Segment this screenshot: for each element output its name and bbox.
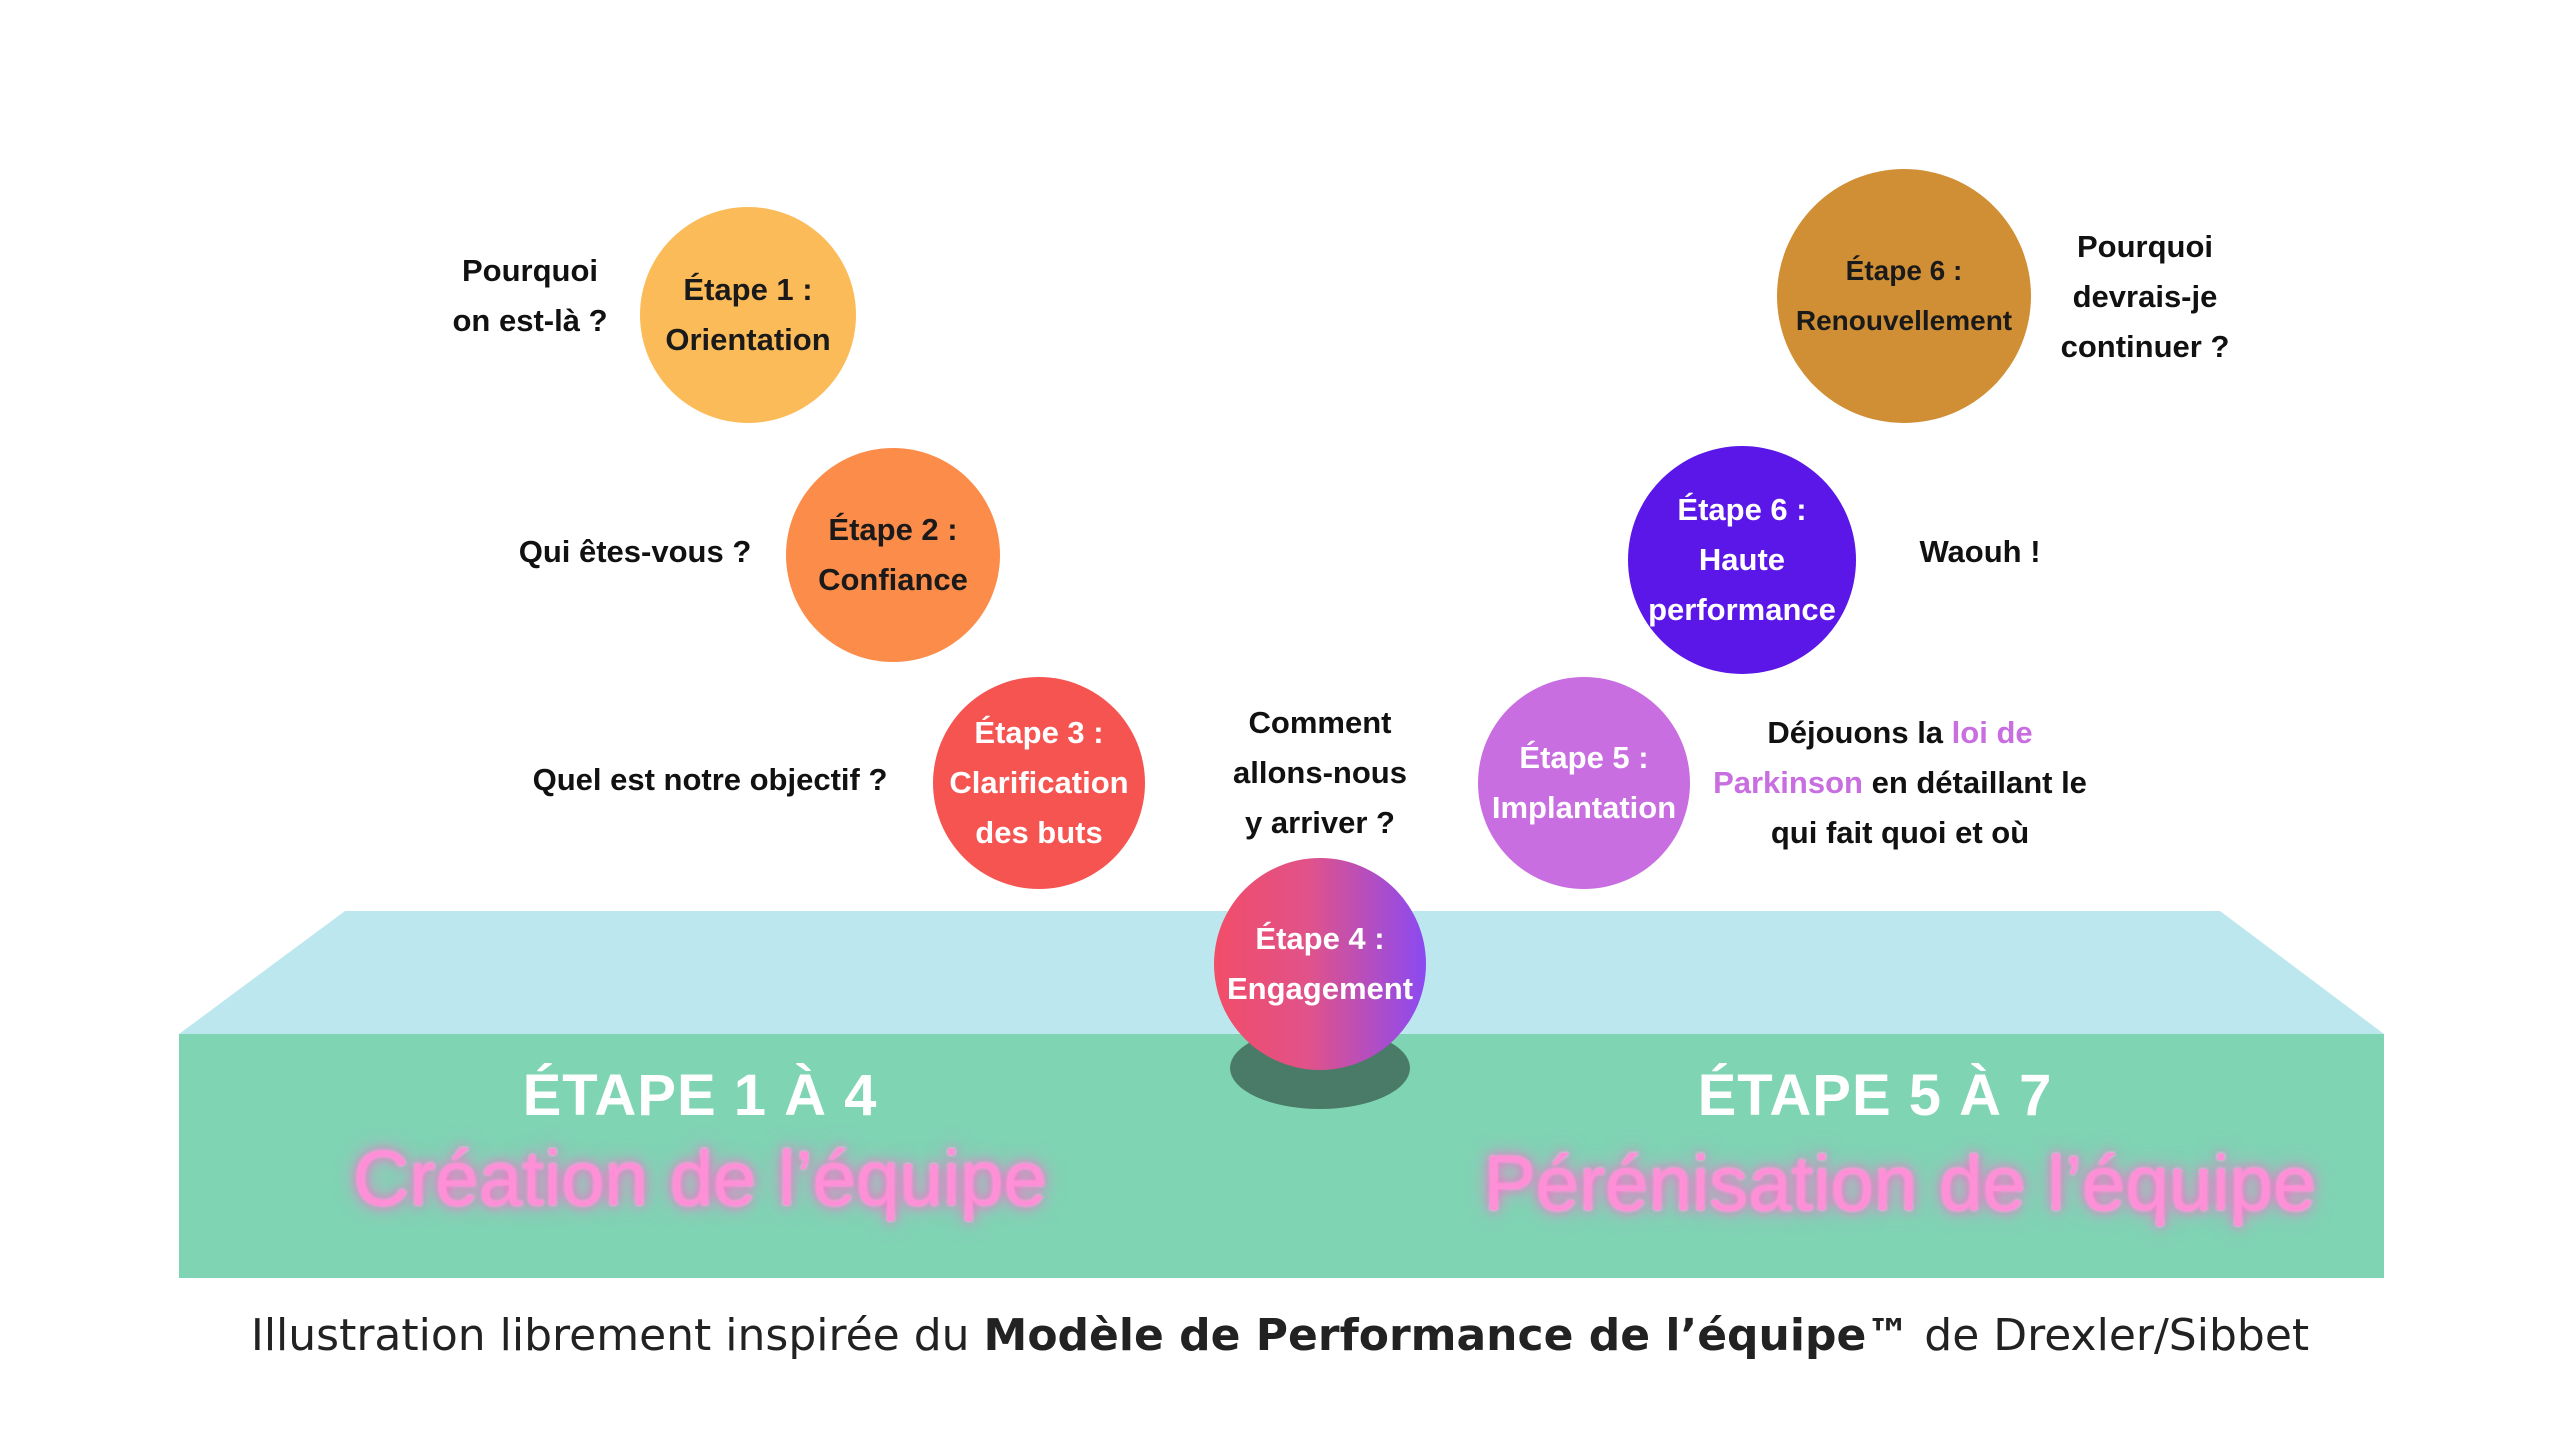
question-5-line1-text: Déjouons la: [1767, 715, 1952, 750]
stage-3-goal-clarification-circle: Étape 3 : Clarification des buts: [933, 677, 1145, 889]
stage-1-label: Étape 1 :: [683, 272, 813, 307]
parkinson-law-accent-2: Parkinson: [1713, 765, 1863, 800]
phase-left-heading: ÉTAPE 1 À 4: [522, 1063, 878, 1128]
question-4-line3: y arriver ?: [1245, 805, 1395, 840]
stage-4-commitment-circle: Étape 4 : Engagement: [1214, 858, 1426, 1070]
question-4-line2: allons-nous: [1233, 755, 1407, 790]
stage-6-name-line2: performance: [1648, 592, 1836, 627]
question-stage-5: Déjouons la loi de Parkinson en détailla…: [1700, 708, 2100, 858]
phase-right-title: Pérénisation de l’équipe: [1483, 1139, 2317, 1227]
question-stage-4: Comment allons-nous y arriver ?: [1170, 698, 1470, 848]
stage-renewal-circle: Étape 6 : Renouvellement: [1777, 169, 2031, 423]
question-7-line1: Pourquoi: [2076, 229, 2214, 264]
question-stage-6: Waouh !: [1890, 527, 2070, 577]
question-5-line3: qui fait quoi et où: [1770, 815, 2030, 850]
stage-1-orientation-circle: Étape 1 : Orientation: [640, 207, 856, 423]
question-7-line3: continuer ?: [2060, 329, 2230, 364]
stage-1-name: Orientation: [665, 322, 831, 357]
caption-pre: Illustration librement inspirée du: [250, 1310, 984, 1361]
stage-2-trust-circle: Étape 2 : Confiance: [786, 448, 1000, 662]
question-1-line2: on est-là ?: [452, 303, 608, 338]
stage-3-name-line2: des buts: [975, 815, 1103, 850]
stage-5-name: Implantation: [1491, 790, 1677, 825]
question-5-line1: Déjouons la loi de: [1700, 708, 2100, 758]
question-stage-3: Quel est notre objectif ?: [510, 755, 910, 805]
stage-6-name-line1: Haute: [1698, 542, 1786, 577]
stage-renewal-name: Renouvellement: [1795, 305, 2013, 336]
caption-model-name: Modèle de Performance de l’équipe™: [983, 1310, 1911, 1361]
question-stage-renewal: Pourquoi devrais-je continuer ?: [2040, 222, 2250, 372]
stage-5-label: Étape 5 :: [1519, 740, 1649, 775]
stage-6-high-performance-circle: Étape 6 : Haute performance: [1628, 446, 1856, 674]
question-5-line2: Parkinson en détaillant le: [1700, 758, 2100, 808]
question-stage-2: Qui êtes-vous ?: [490, 527, 780, 577]
stage-6-label: Étape 6 :: [1677, 492, 1807, 527]
question-2-line1: Qui êtes-vous ?: [518, 534, 752, 569]
stage-3-name-line1: Clarification: [949, 765, 1129, 800]
stage-2-label: Étape 2 :: [828, 512, 958, 547]
phase-right-heading: ÉTAPE 5 À 7: [1697, 1063, 2053, 1128]
caption: Illustration librement inspirée du Modèl…: [0, 1310, 2560, 1361]
question-1-line1: Pourquoi: [461, 253, 599, 288]
stage-4-label: Étape 4 :: [1255, 921, 1385, 956]
question-3-line1: Quel est notre objectif ?: [532, 762, 888, 797]
phase-left-title: Création de l’équipe: [353, 1134, 1047, 1222]
stage-5-implementation-circle: Étape 5 : Implantation: [1478, 677, 1690, 889]
question-stage-1: Pourquoi on est-là ?: [430, 246, 630, 346]
question-4-line1: Comment: [1248, 705, 1392, 740]
parkinson-law-accent-1: loi de: [1951, 715, 2033, 750]
question-6-line1: Waouh !: [1919, 534, 2041, 569]
stage-4-name: Engagement: [1226, 971, 1414, 1006]
caption-post: de Drexler/Sibbet: [1910, 1310, 2310, 1361]
stage-2-name: Confiance: [818, 562, 968, 597]
question-7-line2: devrais-je: [2072, 279, 2218, 314]
stage-renewal-label: Étape 6 :: [1845, 255, 1963, 286]
stage-3-label: Étape 3 :: [974, 715, 1104, 750]
question-5-line2-text: en détaillant le: [1862, 765, 2087, 800]
